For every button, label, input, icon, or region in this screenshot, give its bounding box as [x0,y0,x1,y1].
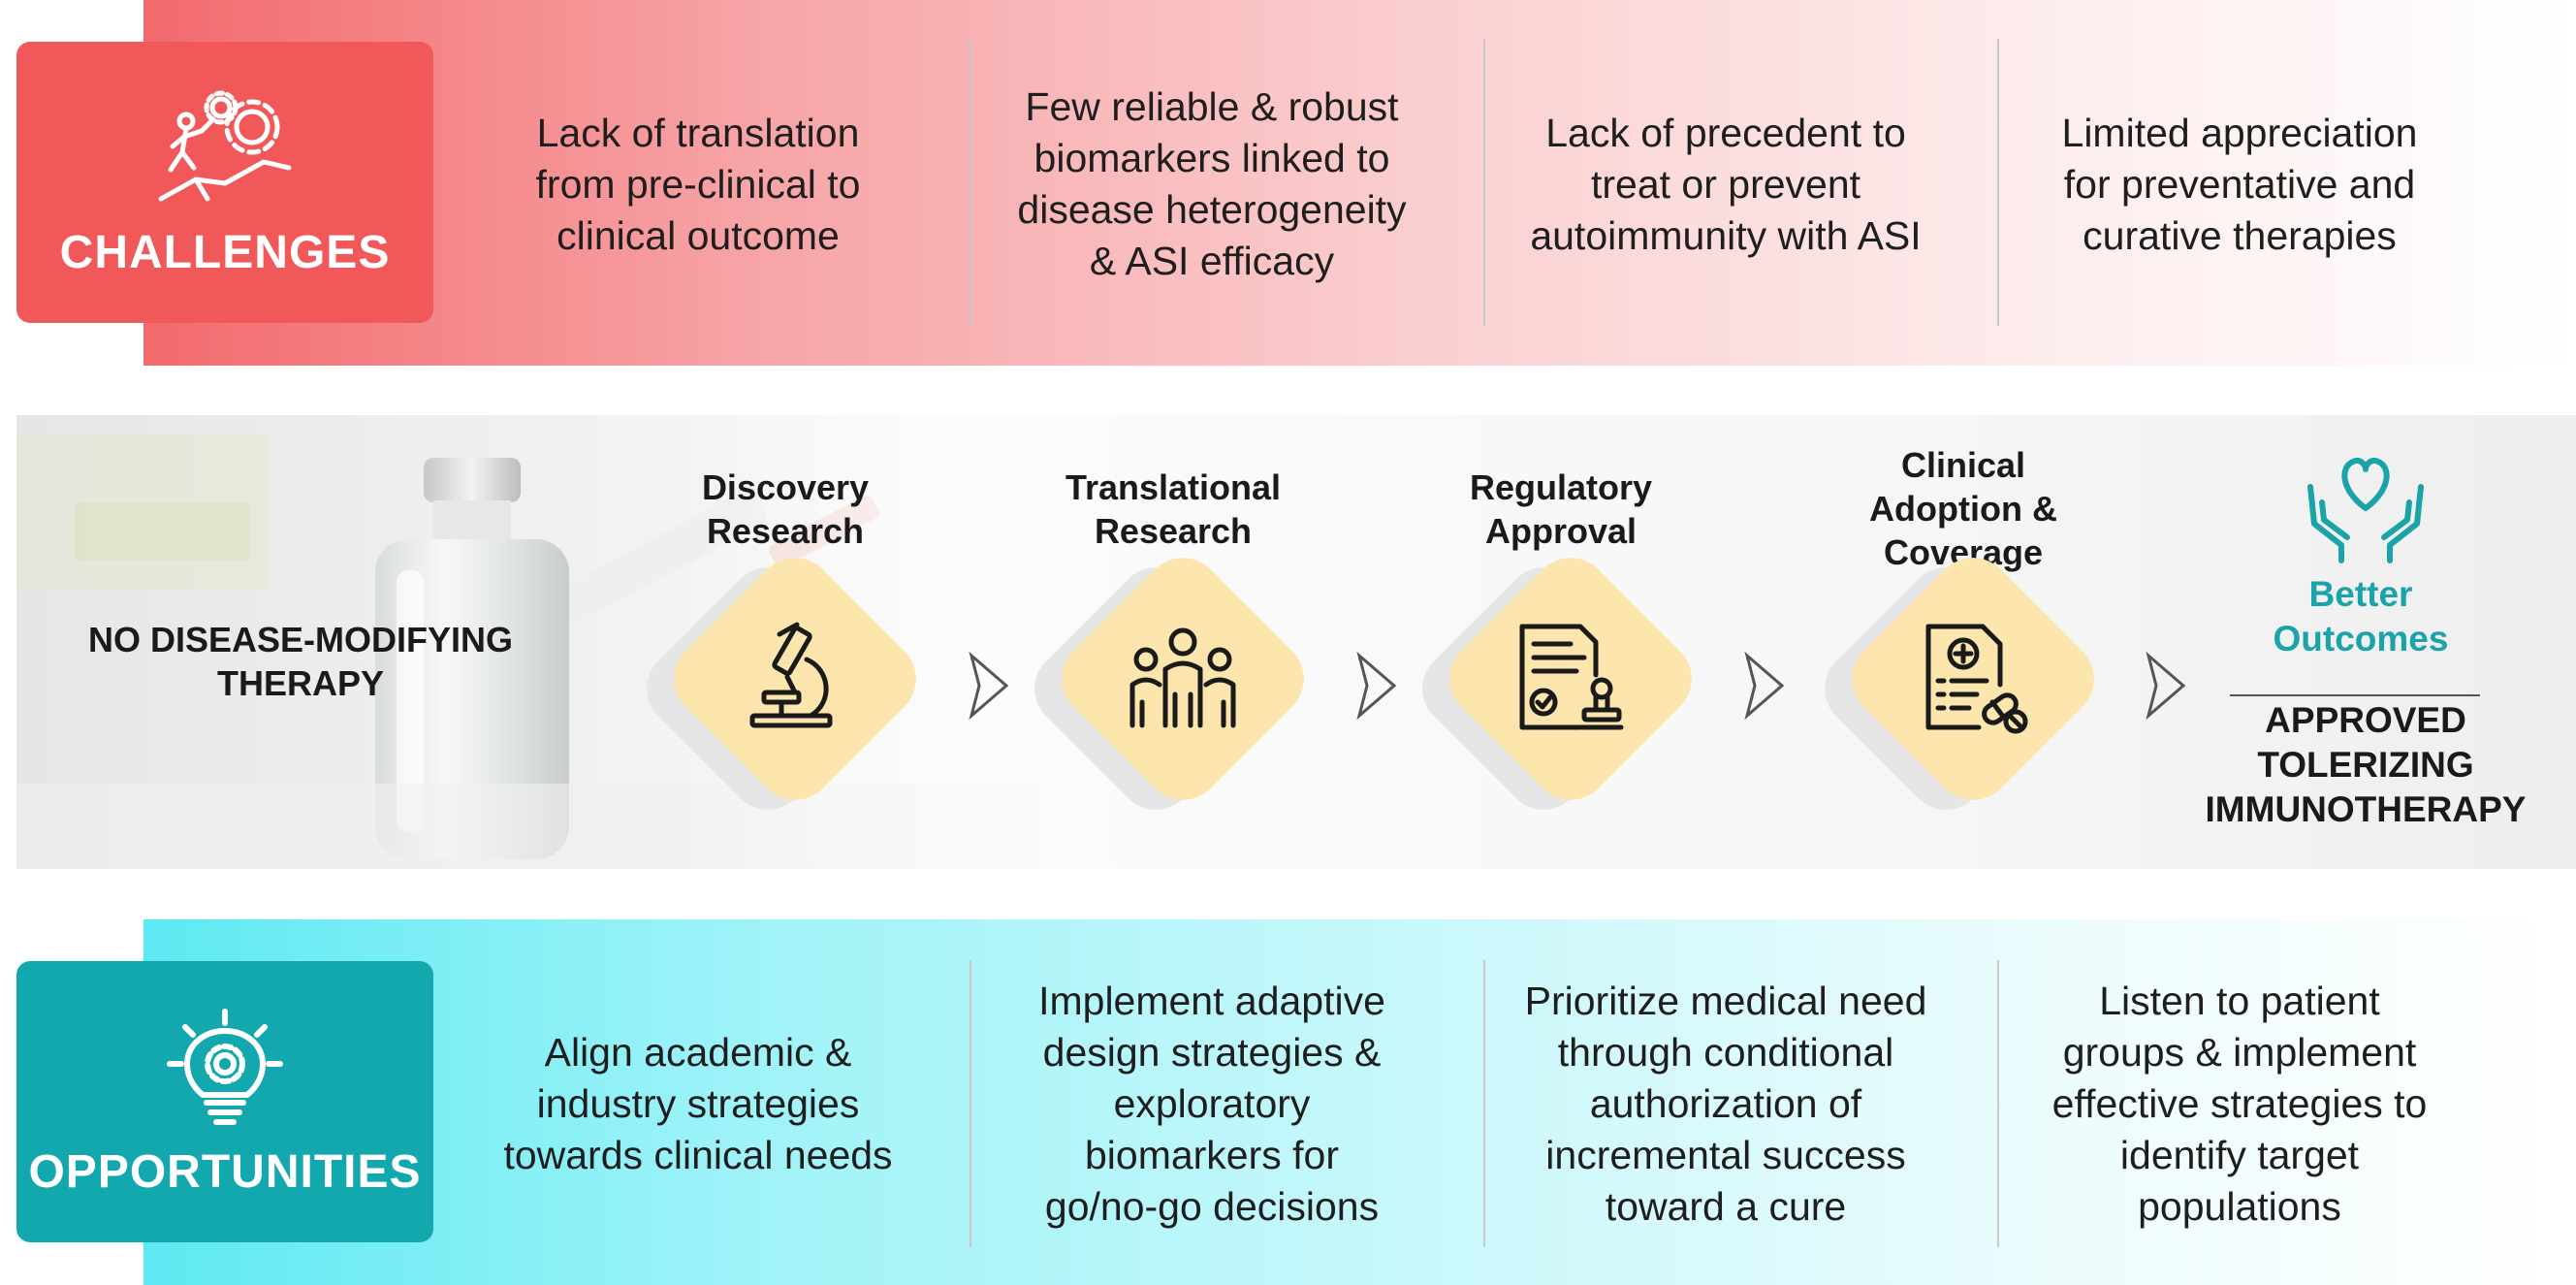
challenge-item-3: Lack of precedent to treat or prevent au… [1530,110,1922,258]
challenge-divider-3 [1997,39,1999,326]
climber-gears-icon [158,90,292,201]
opportunity-item-4: Listen to patient groups & implement eff… [2051,978,2428,1229]
opportunities-label: OPPORTUNITIES [28,1145,422,1198]
opportunities-band [143,919,2576,1285]
prescription-icon [1925,624,2028,734]
outcome-divider [2230,694,2480,696]
stage-diamond-translational [1018,541,1320,826]
stage-title-clinical: Clinical Adoption & Coverage [1869,445,2057,572]
opportunity-item-2: Implement adaptive design strategies & e… [1038,978,1385,1229]
approved-therapy-label: APPROVED TOLERIZING IMMUNOTHERAPY [2205,700,2527,829]
stage-diamond-regulatory [1406,541,1708,826]
chevron-right-icon [969,652,1009,720]
chevron-right-icon [1744,652,1785,720]
better-outcomes-label: Better Outcomes [2273,574,2449,659]
approved-document-icon [1519,624,1624,730]
stage-diamond-discovery [630,541,933,826]
stage-title-translational: Translational Research [1065,467,1282,551]
stage-title-regulatory: Regulatory Approval [1469,467,1653,551]
opportunities-label-box: OPPORTUNITIES [16,961,433,1242]
team-icon [1129,627,1236,728]
opportunity-item-1: Align academic & industry strategies tow… [503,1029,893,1177]
no-therapy-label: NO DISEASE-MODIFYING THERAPY [87,620,514,703]
challenge-item-1: Lack of translation from pre-clinical to… [535,110,861,258]
chevron-right-icon [2146,652,2186,720]
challenge-divider-2 [1483,39,1485,326]
opportunity-divider-1 [970,960,971,1247]
lightbulb-gear-icon [167,1008,283,1125]
chevron-right-icon [1356,652,1397,720]
opportunity-item-3: Prioritize medical need through conditio… [1524,978,1927,1229]
opportunity-divider-3 [1997,960,1999,1247]
opportunity-divider-2 [1483,960,1485,1247]
challenge-item-4: Limited appreciation for preventative an… [2061,110,2418,258]
microscope-icon [749,622,833,728]
challenges-label: CHALLENGES [59,226,391,278]
stage-title-discovery: Discovery Research [701,467,870,551]
heart-hands-icon [2307,458,2424,563]
stage-diamond-clinical [1808,541,2111,826]
challenge-divider-1 [970,39,971,326]
challenges-band [143,0,2576,366]
challenge-item-2: Few reliable & robust biomarkers linked … [1017,84,1407,283]
challenges-label-box: CHALLENGES [16,42,433,323]
